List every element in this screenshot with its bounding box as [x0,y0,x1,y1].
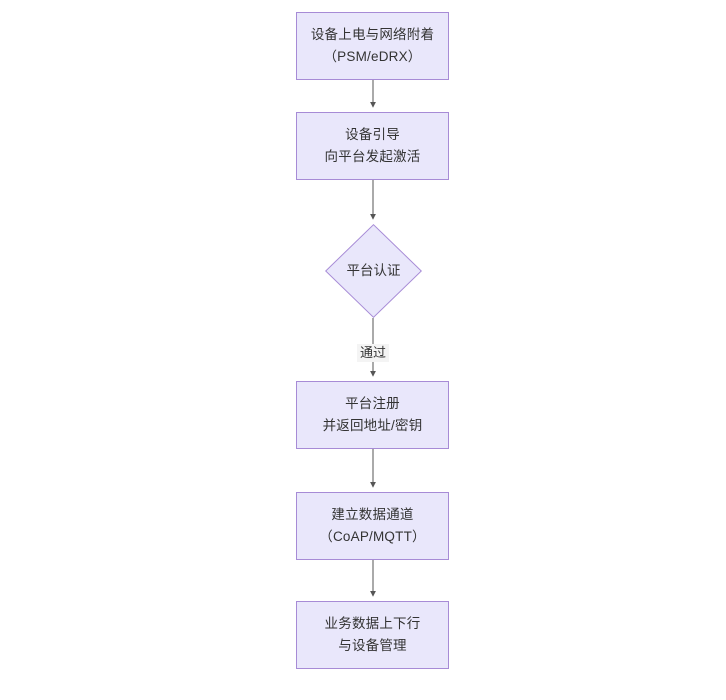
flow-node-device-power-on[interactable]: 设备上电与网络附着 （PSM/eDRX） [296,12,449,80]
flow-node-label: 平台注册 并返回地址/密钥 [322,396,423,433]
flow-node-label: 平台认证 [346,263,401,278]
flow-node-label: 业务数据上下行 与设备管理 [324,616,421,653]
flow-node-platform-auth-decision[interactable]: 平台认证 [325,224,422,318]
edge-label-pass: 通过 [356,344,390,362]
flow-node-data-channel[interactable]: 建立数据通道 （CoAP/MQTT） [296,492,449,560]
flow-node-platform-register[interactable]: 平台注册 并返回地址/密钥 [296,381,449,449]
flow-node-label: 设备上电与网络附着 （PSM/eDRX） [310,27,435,64]
flow-node-label: 设备引导 向平台发起激活 [324,127,421,164]
flow-node-business-data[interactable]: 业务数据上下行 与设备管理 [296,601,449,669]
flow-node-label: 建立数据通道 （CoAP/MQTT） [319,507,426,544]
flow-node-device-bootstrap[interactable]: 设备引导 向平台发起激活 [296,112,449,180]
diamond-shape-icon [325,224,422,318]
